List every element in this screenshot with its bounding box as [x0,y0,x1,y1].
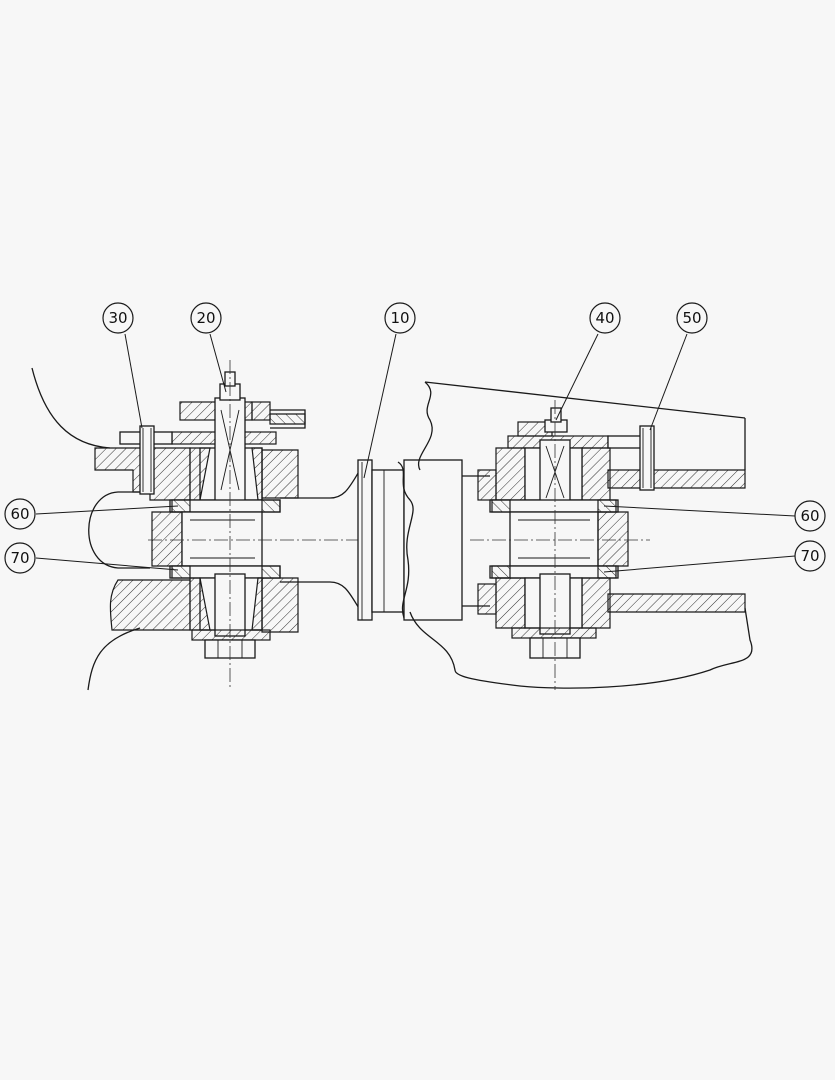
svg-text:60: 60 [800,507,819,525]
callout-60-right: 60 [603,500,826,532]
callout-70-left: 70 [4,542,179,574]
svg-text:10: 10 [390,309,409,327]
svg-text:40: 40 [595,309,614,327]
svg-text:60: 60 [10,505,29,523]
svg-text:70: 70 [800,547,819,565]
callout-40: 40 [555,302,621,421]
center-wheel [280,459,463,621]
right-assembly [409,381,753,690]
callout-30: 30 [102,302,143,429]
svg-text:50: 50 [682,309,701,327]
svg-text:20: 20 [196,309,215,327]
callout-50: 50 [649,302,708,431]
callout-20: 20 [190,302,227,393]
svg-text:70: 70 [10,549,29,567]
svg-text:30: 30 [108,309,127,327]
left-assembly [31,360,360,691]
callout-10: 10 [363,302,416,479]
callout-70-right: 70 [603,540,826,573]
callout-60-left: 60 [4,498,179,530]
